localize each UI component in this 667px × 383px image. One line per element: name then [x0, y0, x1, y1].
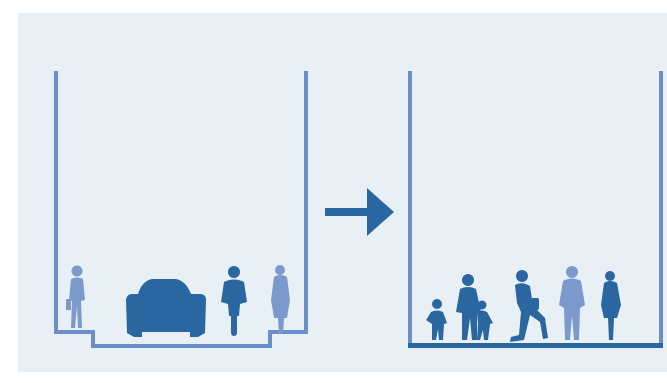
child-icon	[426, 299, 447, 340]
standing-woman-icon	[271, 265, 290, 334]
arrow-right-icon	[325, 188, 394, 236]
walking-man-with-bag-icon	[510, 270, 548, 342]
woman-standing-icon	[601, 271, 621, 340]
right-street-ground	[408, 343, 663, 348]
right-street-section	[408, 71, 663, 348]
adult-with-children-icon	[456, 274, 493, 340]
walking-adult-icon	[66, 266, 85, 329]
left-street-section	[56, 71, 306, 346]
cyclist-icon	[221, 266, 247, 336]
car-icon	[126, 279, 206, 337]
elderly-person-icon	[559, 266, 585, 340]
